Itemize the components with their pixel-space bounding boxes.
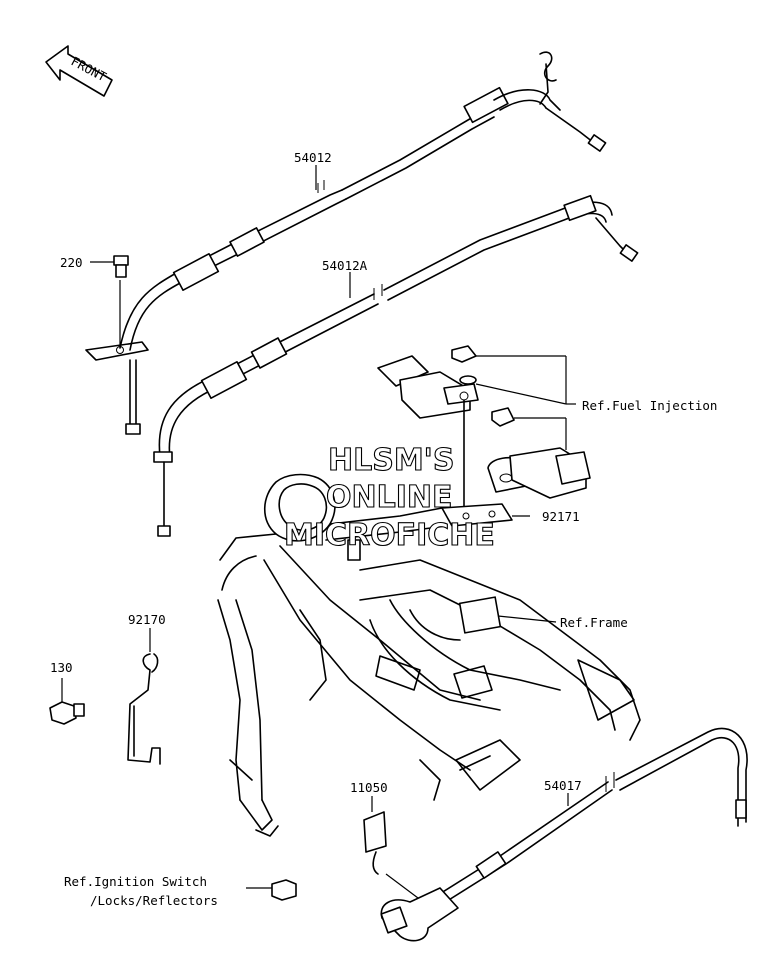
- watermark-line3: MICROFICHE: [284, 518, 495, 553]
- label-11050: 11050: [350, 780, 388, 795]
- label-ref-fuel-injection: Ref.Fuel Injection: [582, 398, 717, 413]
- bracket-92171: [441, 503, 513, 527]
- bracket-11050: [363, 811, 387, 875]
- watermark-line2: ONLINE: [326, 480, 453, 515]
- callout-labels: 54012 54012A 220 Ref.Fuel Injection 9217…: [50, 150, 717, 908]
- label-54012A: 54012A: [322, 258, 368, 273]
- cable-54012: [119, 51, 607, 351]
- cable-54017: [380, 727, 748, 942]
- screw-220: [85, 255, 149, 435]
- label-92171: 92171: [542, 509, 580, 524]
- leader-lines: [61, 165, 576, 899]
- label-130: 130: [50, 660, 73, 675]
- label-54017: 54017: [544, 778, 582, 793]
- frame: [217, 473, 641, 837]
- fuel-injection-parts: [377, 345, 591, 519]
- front-arrow-icon: FRONT: [45, 45, 113, 97]
- cable-54012A: [153, 194, 639, 537]
- bracket-92170: [127, 653, 161, 765]
- label-54012: 54012: [294, 150, 332, 165]
- label-ref-ignition-switch: Ref.Ignition Switch: [64, 874, 207, 889]
- label-ref-frame: Ref.Frame: [560, 615, 628, 630]
- label-92170: 92170: [128, 612, 166, 627]
- screw-ignition: [271, 879, 297, 901]
- label-220: 220: [60, 255, 83, 270]
- bolt-130: [49, 701, 85, 725]
- watermark: HLSM'S ONLINE MICROFICHE: [283, 442, 495, 553]
- label-locks-reflectors: /Locks/Reflectors: [90, 893, 218, 908]
- watermark-line1: HLSM'S: [328, 443, 454, 478]
